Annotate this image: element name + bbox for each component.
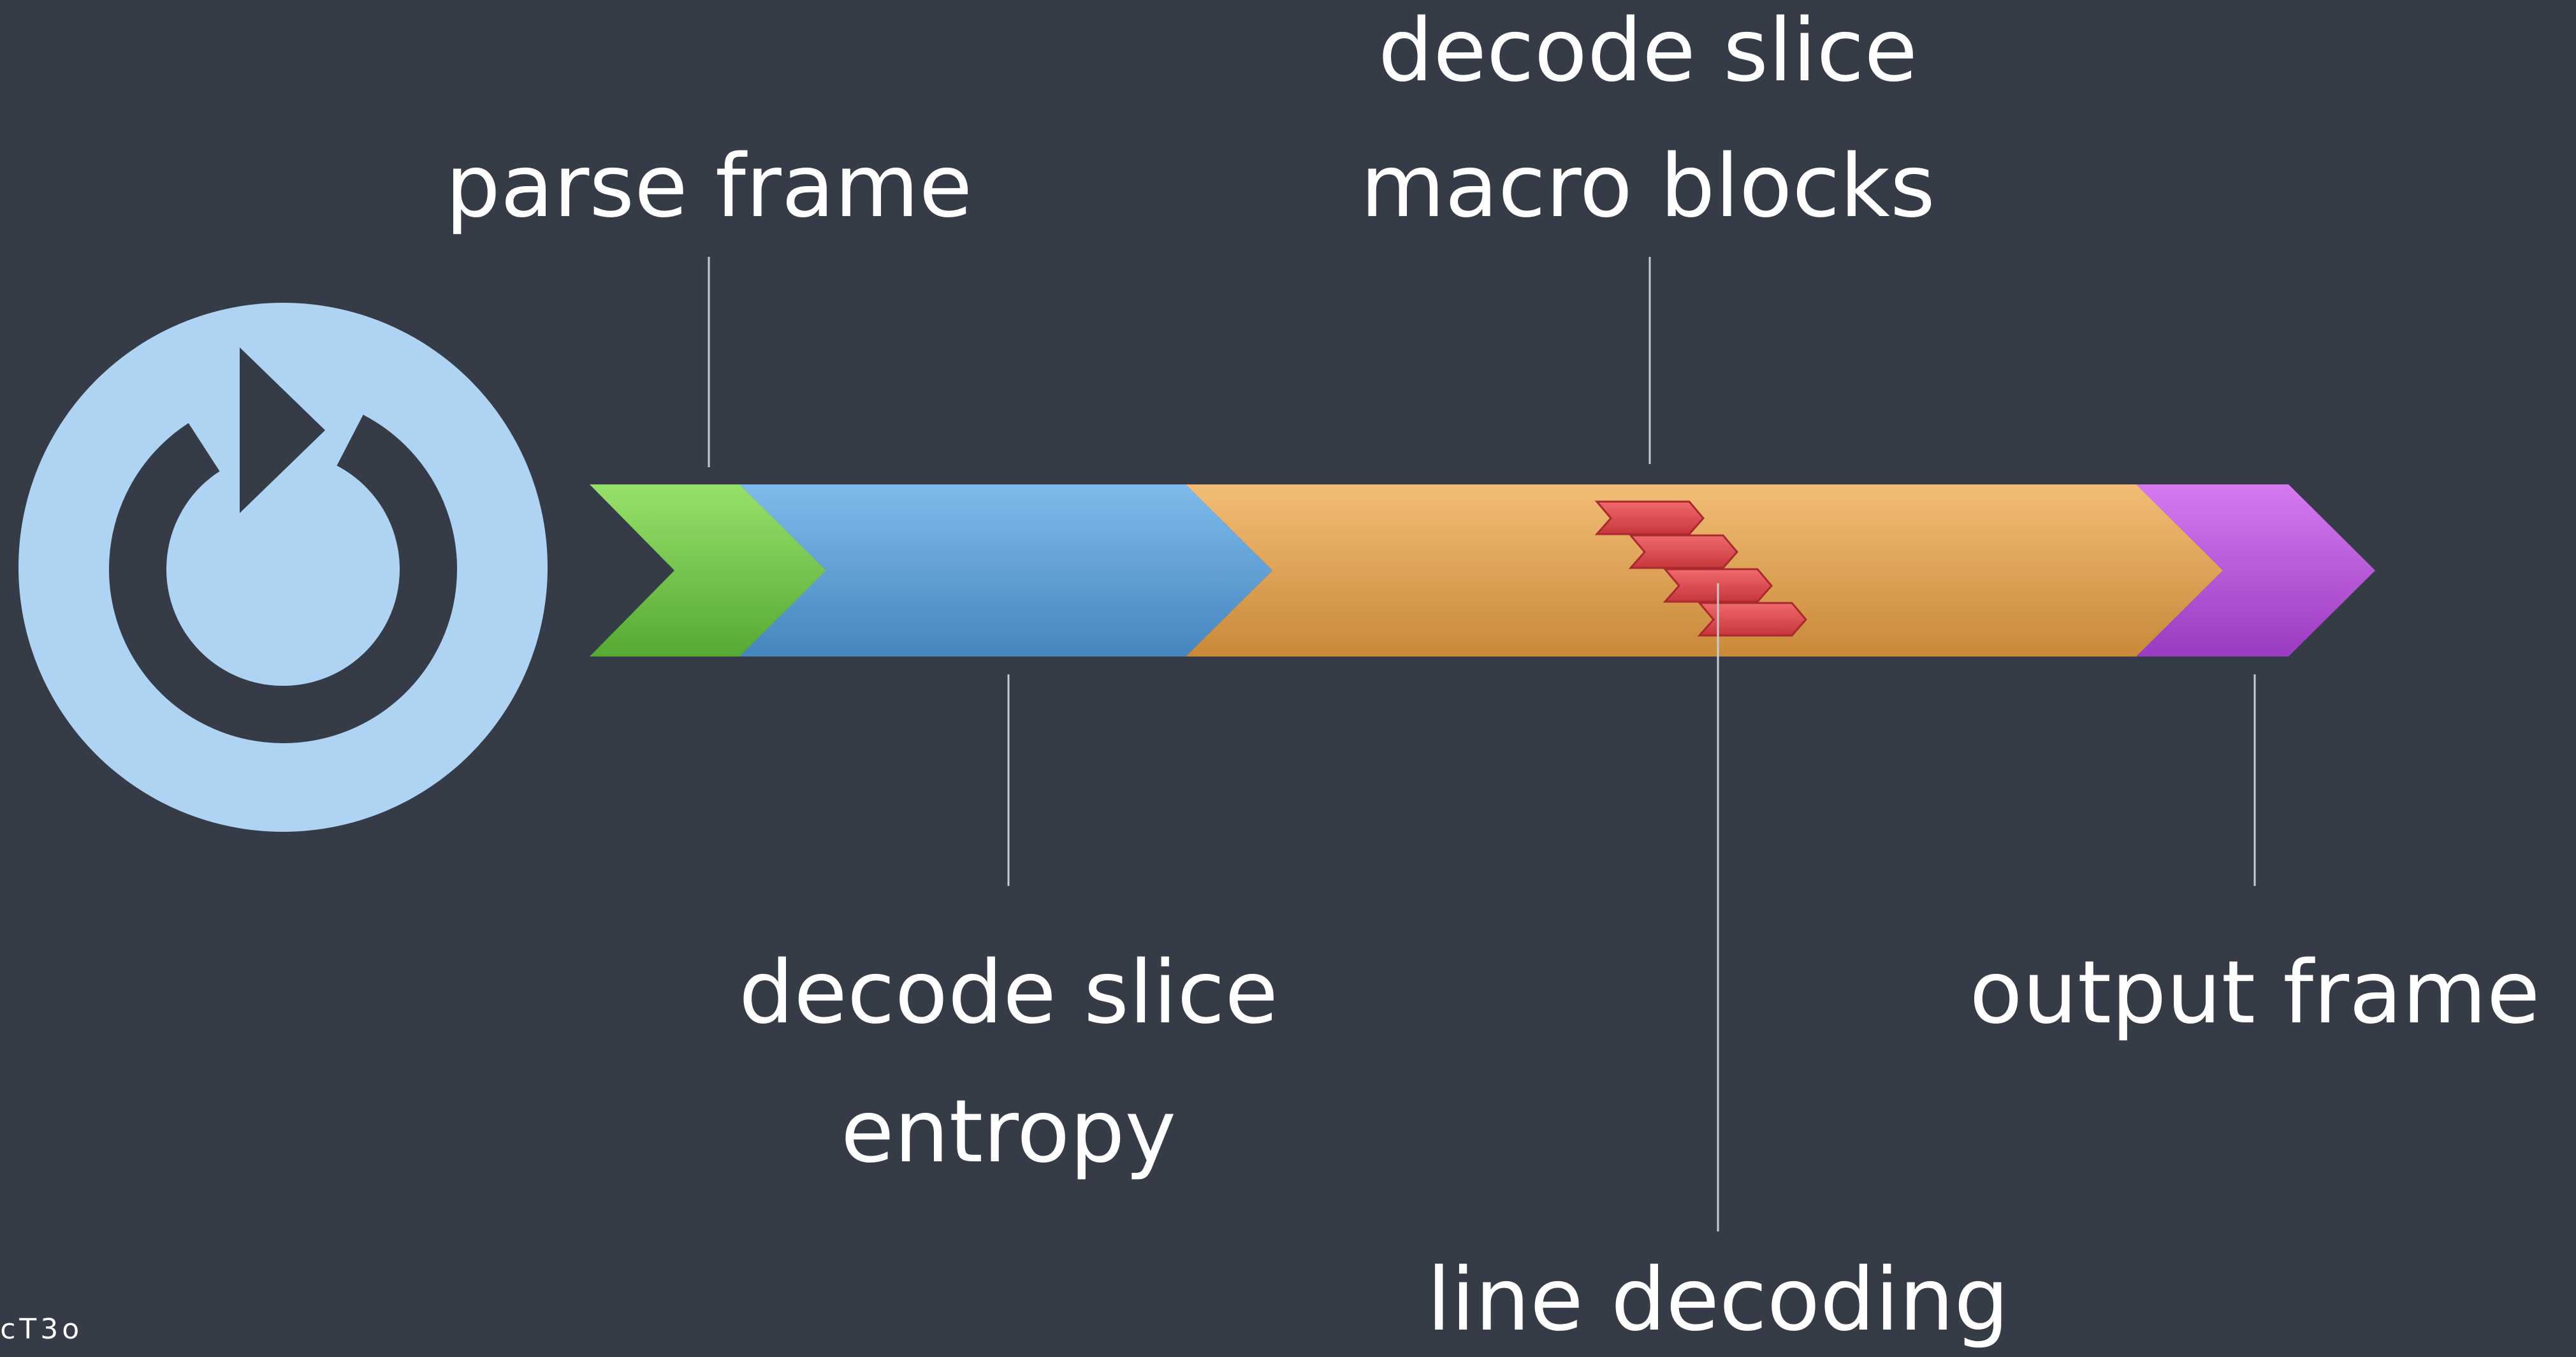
- line-decoding-mark: [1594, 500, 1705, 535]
- label-parse-frame: parse frame: [445, 136, 973, 237]
- refresh-cycle-icon: [18, 303, 548, 832]
- label-line-decoding: line decoding: [1427, 1250, 2009, 1351]
- line-decoding-mark: [1697, 602, 1807, 637]
- stage-purple-output: [2136, 484, 2375, 657]
- label-decode-slice-entropy-line1: decode slice: [738, 943, 1279, 1043]
- line-decoding-mark: [1628, 534, 1738, 569]
- stage-blue-entropy: [739, 484, 1272, 657]
- pipeline-bar: [590, 484, 2375, 657]
- label-decode-slice-mb-line2: macro blocks: [1360, 136, 1935, 237]
- stage-green-parse: [590, 484, 826, 657]
- label-decode-slice-mb-line1: decode slice: [1378, 1, 1918, 101]
- label-decode-slice-entropy-line2: entropy: [840, 1082, 1177, 1182]
- watermark: ıcT3o: [0, 1313, 84, 1346]
- label-output-frame: output frame: [1969, 943, 2540, 1043]
- leader-lines: [708, 257, 2256, 1231]
